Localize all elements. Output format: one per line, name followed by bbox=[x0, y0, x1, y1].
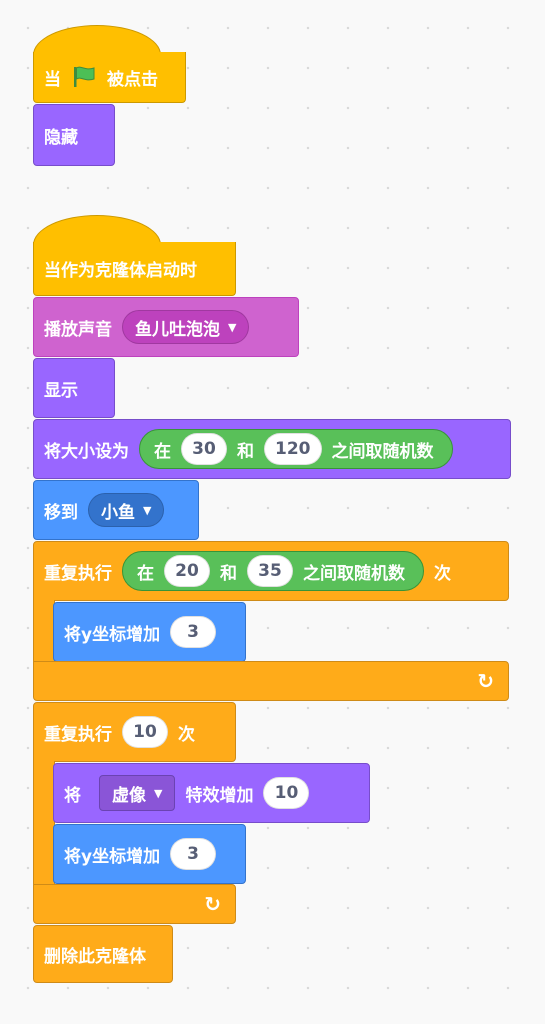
chevron-down-icon: ▼ bbox=[228, 320, 237, 334]
clicked-label: 被点击 bbox=[107, 69, 158, 90]
repeat-times-suffix: 次 bbox=[178, 724, 195, 745]
repeat-block-1-footer[interactable]: ↻ bbox=[33, 661, 509, 701]
play-sound-label: 播放声音 bbox=[44, 319, 112, 340]
set-size-label: 将大小设为 bbox=[44, 441, 129, 462]
green-flag-icon bbox=[74, 66, 95, 87]
hat-cap bbox=[33, 25, 161, 55]
repeat-block-2-arm bbox=[33, 761, 55, 885]
set-size-block[interactable]: 将大小设为 在 30 和 120 之间取随机数 bbox=[33, 419, 511, 479]
when-label: 当 bbox=[44, 69, 61, 90]
change-y-label: 将y坐标增加 bbox=[64, 846, 161, 867]
play-sound-block[interactable]: 播放声音 鱼儿吐泡泡 ▼ bbox=[33, 297, 299, 357]
effect-dropdown[interactable]: 虚像 ▼ bbox=[99, 775, 176, 811]
change-y-input[interactable]: 3 bbox=[170, 616, 217, 648]
clone-start-label: 当作为克隆体启动时 bbox=[44, 261, 197, 281]
sound-name: 鱼儿吐泡泡 bbox=[135, 319, 220, 340]
change-y-label: 将y坐标增加 bbox=[64, 624, 161, 645]
random-and: 和 bbox=[237, 441, 254, 462]
go-to-target: 小鱼 bbox=[101, 502, 135, 523]
random-reporter[interactable]: 在 30 和 120 之间取随机数 bbox=[139, 429, 453, 469]
change-y-input[interactable]: 3 bbox=[170, 838, 217, 870]
repeat-block-2-footer[interactable]: ↻ bbox=[33, 884, 236, 924]
when-start-as-clone-block[interactable]: 当作为克隆体启动时 bbox=[33, 242, 236, 296]
random-to-input[interactable]: 35 bbox=[247, 555, 293, 587]
random-suffix: 之间取随机数 bbox=[331, 441, 434, 462]
hide-label: 隐藏 bbox=[44, 127, 78, 148]
repeat-label: 重复执行 bbox=[44, 563, 112, 584]
hat-cap bbox=[33, 215, 161, 245]
random-and: 和 bbox=[220, 563, 237, 584]
repeat-block-1-header[interactable]: 重复执行 在 20 和 35 之间取随机数 次 bbox=[33, 541, 509, 601]
repeat-block-2-header[interactable]: 重复执行 10 次 bbox=[33, 702, 236, 762]
repeat-block-1-arm bbox=[33, 600, 55, 662]
change-effect-middle: 特效增加 bbox=[185, 785, 254, 806]
chevron-down-icon: ▼ bbox=[154, 786, 163, 800]
random-to-input[interactable]: 120 bbox=[264, 433, 322, 465]
show-block[interactable]: 显示 bbox=[33, 358, 115, 418]
effect-name: 虚像 bbox=[112, 785, 146, 806]
repeat-label: 重复执行 bbox=[44, 724, 112, 745]
random-prefix: 在 bbox=[137, 563, 154, 584]
go-to-label: 移到 bbox=[44, 502, 78, 523]
go-to-target-dropdown[interactable]: 小鱼 ▼ bbox=[88, 493, 165, 527]
change-y-block-2[interactable]: 将y坐标增加 3 bbox=[53, 824, 246, 884]
random-from-input[interactable]: 30 bbox=[181, 433, 227, 465]
loop-arrow-icon: ↻ bbox=[477, 669, 494, 693]
change-effect-block[interactable]: 将 虚像 ▼ 特效增加 10 bbox=[53, 763, 370, 823]
chevron-down-icon: ▼ bbox=[143, 503, 152, 517]
change-y-block-1[interactable]: 将y坐标增加 3 bbox=[53, 602, 246, 662]
random-suffix: 之间取随机数 bbox=[303, 563, 405, 584]
show-label: 显示 bbox=[44, 380, 78, 401]
sound-dropdown[interactable]: 鱼儿吐泡泡 ▼ bbox=[122, 310, 250, 344]
go-to-block[interactable]: 移到 小鱼 ▼ bbox=[33, 480, 199, 540]
loop-arrow-icon: ↻ bbox=[204, 892, 221, 916]
repeat-count-input[interactable]: 10 bbox=[122, 716, 168, 748]
when-flag-clicked-block[interactable]: 当 被点击 bbox=[33, 52, 186, 103]
random-from-input[interactable]: 20 bbox=[164, 555, 210, 587]
random-prefix: 在 bbox=[154, 441, 171, 462]
random-reporter[interactable]: 在 20 和 35 之间取随机数 bbox=[122, 551, 424, 591]
hide-block[interactable]: 隐藏 bbox=[33, 104, 115, 166]
repeat-times-suffix: 次 bbox=[434, 563, 451, 584]
change-effect-prefix: 将 bbox=[64, 785, 81, 806]
delete-clone-label: 删除此克隆体 bbox=[44, 946, 146, 967]
change-effect-input[interactable]: 10 bbox=[263, 777, 310, 809]
delete-clone-block[interactable]: 删除此克隆体 bbox=[33, 925, 173, 983]
